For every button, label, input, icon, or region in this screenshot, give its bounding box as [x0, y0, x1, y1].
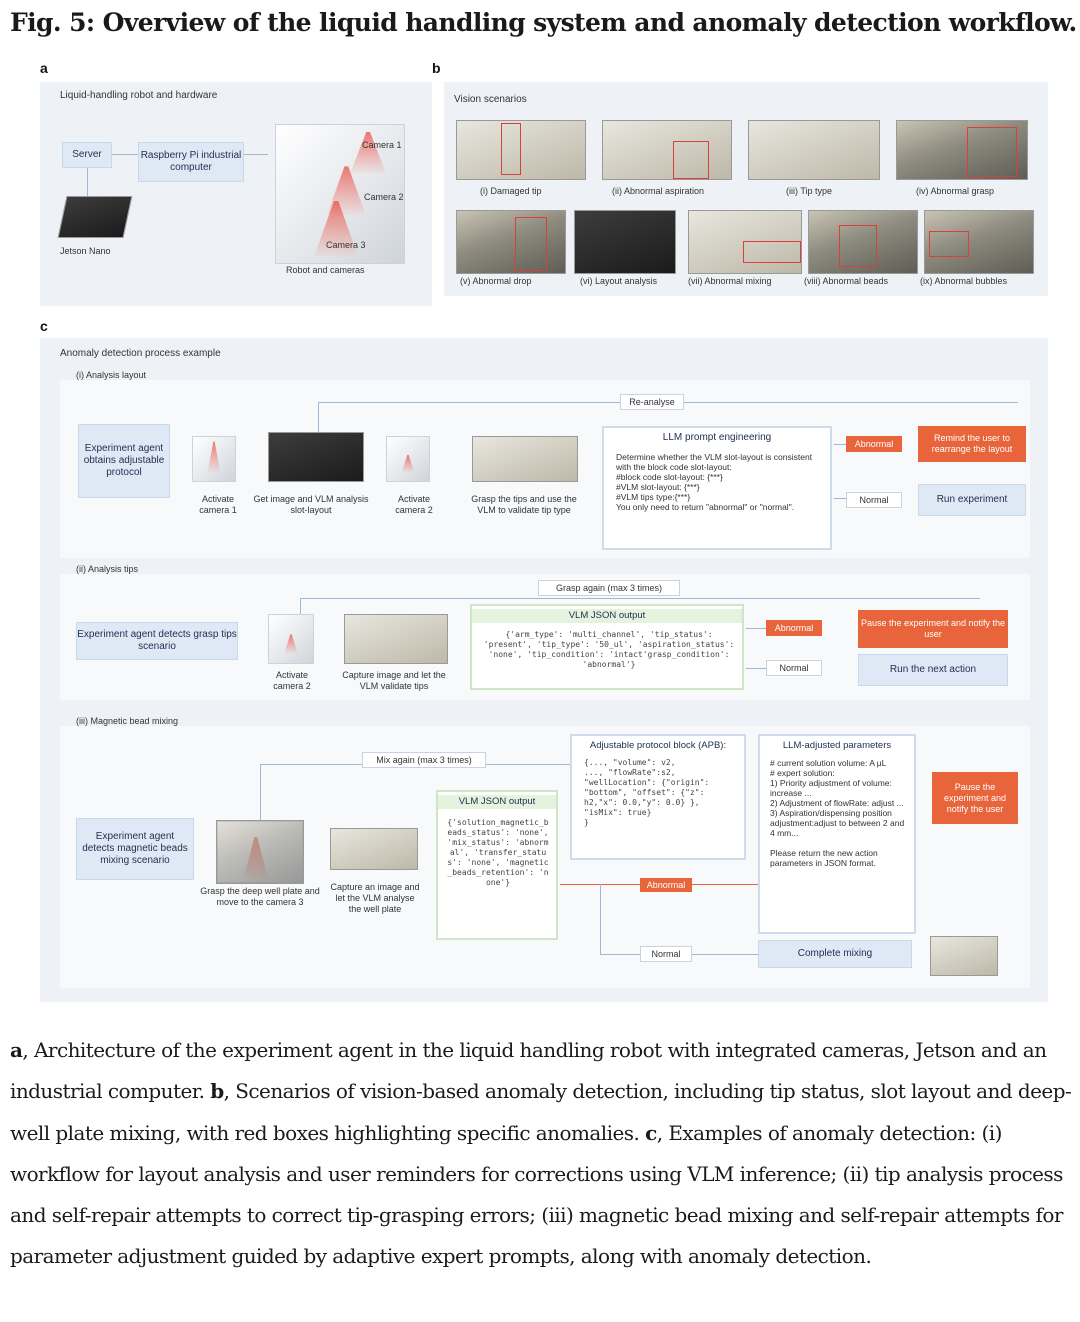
section-iii-abnormal-tag: Abnormal — [640, 878, 692, 892]
camera-2-cube-icon — [386, 436, 430, 482]
section-i-label: (i) Analysis layout — [76, 370, 147, 380]
jetson-label: Jetson Nano — [60, 246, 111, 256]
section-iii-json-body: {'solution_magnetic_beads_status': 'none… — [447, 818, 549, 887]
scenario-image-abnormal-drop — [456, 210, 566, 274]
tip-type-image — [472, 436, 578, 482]
panel-b-letter: b — [432, 60, 441, 76]
scenario-label-6: (vi) Layout analysis — [580, 276, 658, 286]
section-iii-pause-box: Pause the experiment and notify the user — [932, 772, 1018, 824]
caption-a-text: , Architecture of the experiment agent i… — [10, 1038, 1047, 1104]
apb-title: Adjustable protocol block (APB): — [589, 740, 727, 751]
camera-1-cube-icon — [192, 436, 236, 482]
panel-c: Anomaly detection process example (i) An… — [40, 338, 1048, 1002]
rpi-box: Raspberry Pi industrial computer — [138, 142, 244, 182]
section-i-abnormal-tag: Abnormal — [846, 436, 902, 452]
well-plate-capture-image — [330, 828, 418, 870]
scenario-image-abnormal-grasp — [896, 120, 1028, 180]
panel-a-section-title: Liquid-handling robot and hardware — [60, 90, 218, 101]
scenario-label-2: (ii) Abnormal aspiration — [612, 186, 705, 196]
figure-title: Fig. 5: Overview of the liquid handling … — [10, 8, 1077, 37]
caption-a-label: a — [10, 1038, 23, 1062]
scenario-image-damaged-tip — [456, 120, 586, 180]
figure-caption: a, Architecture of the experiment agent … — [10, 1030, 1072, 1278]
apb-box: Adjustable protocol block (APB): {..., "… — [570, 734, 746, 860]
mix-again-box: Mix again (max 3 times) — [362, 752, 486, 768]
section-ii-agent-box: Experiment agent detects grasp tips scen… — [76, 622, 238, 660]
section-iii-label: (iii) Magnetic bead mixing — [76, 716, 179, 726]
reanalyse-box: Re-analyse — [620, 394, 684, 410]
section-i-normal-tag: Normal — [846, 492, 902, 508]
tips-capture-image — [344, 614, 448, 664]
section-ii-json-box: VLM JSON output {'arm_type': 'multi_chan… — [470, 604, 744, 690]
section-iii-step-1: Grasp the deep well plate and move to th… — [200, 886, 320, 907]
camera-1-label: Camera 1 — [362, 140, 402, 150]
panel-b-section-title: Vision scenarios — [454, 94, 527, 105]
section-i-step-2: Get image and VLM analysis slot-layout — [253, 494, 369, 515]
scenario-label-1: (i) Damaged tip — [480, 186, 542, 196]
caption-c-text: , Examples of anomaly detection: (i) wor… — [10, 1120, 1063, 1269]
scenario-image-abnormal-aspiration — [602, 120, 732, 180]
section-iii-normal-tag: Normal — [640, 946, 692, 962]
scenario-label-4: (iv) Abnormal grasp — [916, 186, 995, 196]
scenario-image-layout-analysis — [574, 210, 676, 274]
scenario-label-9: (ix) Abnormal bubbles — [920, 276, 1008, 286]
scenario-image-abnormal-beads — [808, 210, 918, 274]
panel-a: Liquid-handling robot and hardware Serve… — [40, 82, 432, 306]
llm-prompt-title: LLM prompt engineering — [662, 432, 772, 443]
panel-a-letter: a — [40, 60, 48, 76]
apb-body: {..., "volume": v2, ..., "flowRate":s2, … — [584, 758, 710, 827]
camera-2-label: Camera 2 — [364, 192, 404, 202]
section-ii-step-1: Activate camera 2 — [273, 670, 311, 691]
section-iii-agent-box: Experiment agent detects magnetic beads … — [76, 818, 194, 880]
scenario-image-abnormal-mixing — [688, 210, 802, 274]
deep-well-plate-image — [216, 820, 304, 884]
grasp-again-box: Grasp again (max 3 times) — [538, 580, 680, 596]
llm-prompt-body: Determine whether the VLM slot-layout is… — [616, 452, 813, 512]
llm-adjusted-body: # current solution volume: A μL # expert… — [770, 758, 905, 868]
section-i-step-3: Activate camera 2 — [395, 494, 433, 515]
section-i-step-1: Activate camera 1 — [199, 494, 237, 515]
section-i-agent-box: Experiment agent obtains adjustable prot… — [78, 424, 170, 498]
section-ii-abnormal-tag: Abnormal — [766, 620, 822, 636]
section-ii-normal-tag: Normal — [766, 660, 822, 676]
run-next-action-box: Run the next action — [858, 654, 1008, 686]
section-iii-step-2: Capture an image and let the VLM analyse… — [330, 882, 420, 914]
camera-2-cube-icon-ii — [268, 614, 314, 664]
section-i-step-4: Grasp the tips and use the VLM to valida… — [471, 494, 577, 515]
panel-c-letter: c — [40, 318, 48, 334]
mixed-plate-image — [930, 936, 998, 976]
remind-user-box: Remind the user to rearrange the layout — [918, 426, 1026, 462]
section-ii-label: (ii) Analysis tips — [76, 564, 139, 574]
llm-adjusted-box: LLM-adjusted parameters # current soluti… — [758, 734, 916, 934]
panel-c-section-title: Anomaly detection process example — [60, 348, 221, 359]
section-ii-json-body: {'arm_type': 'multi_channel', 'tip_statu… — [483, 630, 735, 669]
robot-cameras-diagram — [275, 124, 405, 264]
server-box: Server — [62, 142, 112, 168]
jetson-nano-image — [57, 196, 133, 238]
scenario-label-3: (iii) Tip type — [786, 186, 833, 196]
robot-and-cameras-label: Robot and cameras — [286, 265, 365, 275]
scenario-image-tip-type — [748, 120, 880, 180]
section-ii-json-title: VLM JSON output — [472, 609, 742, 623]
section-ii-pause-box: Pause the experiment and notify the user — [858, 610, 1008, 648]
section-iii-json-box: VLM JSON output {'solution_magnetic_bead… — [436, 790, 558, 940]
scenario-label-7: (vii) Abnormal mixing — [688, 276, 772, 286]
camera-3-label: Camera 3 — [326, 240, 366, 250]
llm-prompt-box: LLM prompt engineering Determine whether… — [602, 426, 832, 550]
slot-layout-image — [268, 432, 364, 482]
section-iii-json-title: VLM JSON output — [438, 795, 556, 809]
scenario-label-8: (viii) Abnormal beads — [804, 276, 889, 286]
panel-b: Vision scenarios (i) Damaged tip (ii) Ab… — [444, 82, 1048, 296]
scenario-image-abnormal-bubbles — [924, 210, 1034, 274]
llm-adjusted-title: LLM-adjusted parameters — [782, 740, 892, 751]
caption-c-label: c — [645, 1120, 657, 1145]
caption-b-text: , Scenarios of vision-based anomaly dete… — [10, 1079, 1072, 1145]
section-ii-step-2: Capture image and let the VLM validate t… — [342, 670, 446, 691]
run-experiment-box: Run experiment — [918, 484, 1026, 516]
complete-mixing-box: Complete mixing — [758, 940, 912, 968]
scenario-label-5: (v) Abnormal drop — [460, 276, 532, 286]
caption-b-label: b — [210, 1079, 224, 1104]
